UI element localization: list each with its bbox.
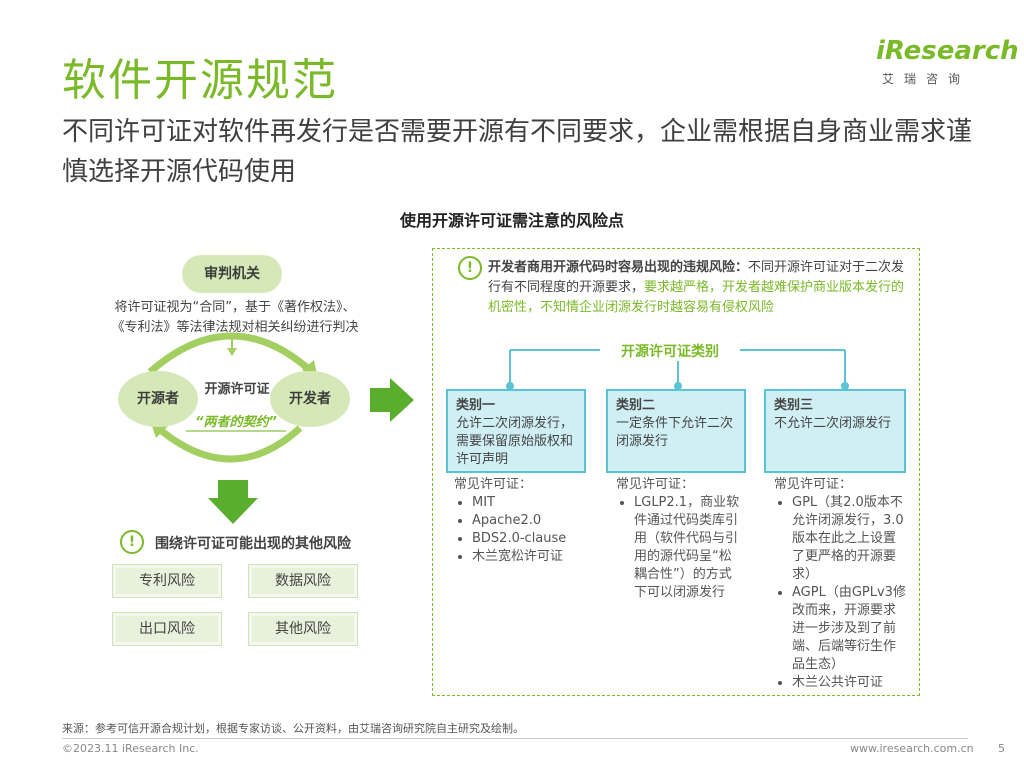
license-item: Apache2.0 — [472, 512, 584, 530]
common-label: 常见许可证： — [774, 477, 853, 492]
page-title: 软件开源规范 — [62, 55, 338, 106]
developer-risk-text: 开发者商用开源代码时容易出现的违规风险：不同开源许可证对于二次发行有不同程度的开… — [488, 258, 908, 318]
category-3-desc: 不允许二次闭源发行 — [774, 416, 892, 431]
judge-text-line-1: 将许可证视为“合同”，基于《著作权法》、 — [114, 300, 356, 315]
category-2-name: 类别二 — [616, 398, 656, 413]
risk-data: 数据风险 — [248, 564, 358, 598]
judge-description: 将许可证视为“合同”，基于《著作权法》、 《专利法》等法律法规对相关纠纷进行判决 — [60, 298, 410, 338]
category-2-licenses: 常见许可证： LGLP2.1，商业软件通过代码类库引用（软件代码与引用的源代码呈… — [616, 476, 744, 602]
judicial-authority: 审判机关 — [182, 255, 282, 293]
category-3-name: 类别三 — [774, 398, 814, 413]
category-2-desc: 一定条件下允许二次闭源发行 — [616, 416, 734, 449]
risk-patent: 专利风险 — [112, 564, 222, 598]
right-arrow-body — [370, 388, 390, 412]
warning-icon: ! — [458, 256, 482, 280]
developer-party: 开发者 — [270, 371, 350, 427]
down-arrow-body — [218, 480, 248, 498]
logo-brand: iResearch — [876, 36, 1019, 66]
risk-other: 其他风险 — [248, 612, 358, 646]
right-arrow-head — [390, 378, 414, 422]
license-item: LGLP2.1，商业软件通过代码类库引用（软件代码与引用的源代码呈“松耦合性”）… — [634, 494, 744, 602]
logo-cn: 艾瑞咨询 — [882, 72, 971, 86]
down-arrow-head — [208, 498, 258, 524]
website-link[interactable]: www.iresearch.com.cn — [850, 742, 974, 755]
copyright: ©2023.11 iResearch Inc. — [62, 742, 199, 755]
bottom-arc — [155, 425, 303, 463]
page-subtitle: 不同许可证对软件再发行是否需要开源有不同要求，企业需根据自身商业需求谨慎选择开源… — [62, 117, 973, 187]
license-item: MIT — [472, 494, 584, 512]
category-3-box: 类别三 不允许二次闭源发行 — [764, 389, 906, 473]
section-title: 使用开源许可证需注意的风险点 — [399, 211, 624, 230]
contract-label: “两者的契约” — [195, 415, 277, 430]
page-number: 5 — [998, 742, 1005, 755]
category-1-name: 类别一 — [456, 398, 496, 413]
license-item: 木兰公共许可证 — [792, 674, 906, 692]
iresearch-logo: iResearch 艾瑞咨询 — [862, 36, 1019, 96]
license-item: BDS2.0-clause — [472, 530, 584, 548]
common-label: 常见许可证： — [616, 477, 695, 492]
contract-underline — [186, 430, 286, 432]
open-source-party: 开源者 — [118, 371, 198, 427]
dev-risk-body: 不同开源许可证对于二次发行有不同程度的开源要求， — [488, 260, 905, 295]
risk-export: 出口风险 — [112, 612, 222, 646]
category-1-desc: 允许二次闭源发行，需要保留原始版权和许可声明 — [456, 416, 574, 467]
category-1-box: 类别一 允许二次闭源发行，需要保留原始版权和许可声明 — [446, 389, 586, 473]
dev-risk-highlight: 要求越严格，开发者越难保护商业版本发行的机密性，不知情企业闭源发行时越容易有侵权… — [488, 280, 905, 315]
license-item: 木兰宽松许可证 — [472, 548, 584, 566]
dev-risk-heading: 开发者商用开源代码时容易出现的违规风险： — [488, 260, 749, 275]
judge-text-line-2: 《专利法》等法律法规对相关纠纷进行判决 — [111, 320, 359, 335]
license-item: AGPL（由GPLv3修改而来，开源要求进一步涉及到了前端、后端等衍生作品生态） — [792, 584, 906, 674]
footer-divider — [62, 738, 968, 739]
category-1-licenses: 常见许可证： MIT Apache2.0 BDS2.0-clause 木兰宽松许… — [454, 476, 584, 566]
other-risks-title: 围绕许可证可能出现的其他风险 — [155, 536, 351, 552]
category-2-box: 类别二 一定条件下允许二次闭源发行 — [606, 389, 746, 473]
category-title: 开源许可证类别 — [600, 341, 740, 361]
common-label: 常见许可证： — [454, 477, 533, 492]
license-risk-panel — [432, 248, 920, 696]
license-item: GPL（其2.0版本不允许闭源发行，3.0版本在此之上设置了更严格的开源要求） — [792, 494, 906, 584]
category-3-licenses: 常见许可证： GPL（其2.0版本不允许闭源发行，3.0版本在此之上设置了更严格… — [774, 476, 906, 692]
warning-icon: ! — [120, 530, 144, 554]
source-note: 来源：参考可信开源合规计划，根据专家访谈、公开资料，由艾瑞咨询研究院自主研究及绘… — [62, 722, 524, 735]
license-label: 开源许可证 — [204, 382, 270, 397]
